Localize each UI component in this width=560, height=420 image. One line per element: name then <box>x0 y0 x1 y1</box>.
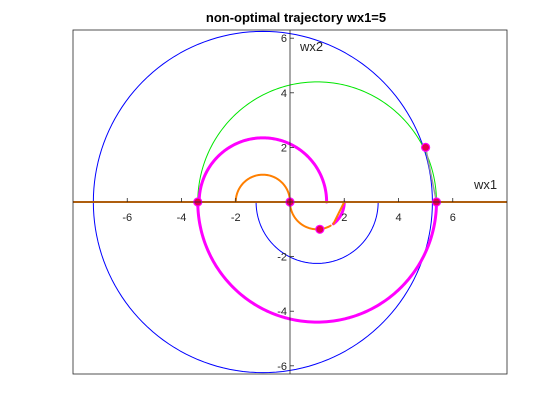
series-magenta-arc-4 <box>196 200 438 324</box>
series-gray-segment-10 <box>424 146 438 203</box>
x-axis-label: wx1 <box>473 177 497 192</box>
y-tick-label: 2 <box>281 142 287 154</box>
data-point-marker <box>421 142 431 152</box>
x-tick-label: 4 <box>395 212 401 224</box>
series-magenta-arc-5 <box>331 200 346 226</box>
x-tick-label: -6 <box>122 212 132 224</box>
chart-title: non-optimal trajectory wx1=5 <box>206 10 386 25</box>
x-tick-label: -2 <box>231 212 241 224</box>
series-magenta-arc-3 <box>197 136 329 204</box>
series-blue-arc-1 <box>255 201 379 264</box>
data-point-marker <box>315 224 325 234</box>
series-orange-segment-8 <box>332 201 346 225</box>
x-tick-label: 6 <box>450 212 456 224</box>
series-green-arc-2 <box>197 81 437 203</box>
y-axis-label: wx2 <box>299 39 323 54</box>
y-tick-label: 6 <box>281 33 287 45</box>
series-orange-arc-6 <box>234 173 291 203</box>
y-tick-label: -4 <box>277 306 287 318</box>
x-tick-label: -4 <box>177 212 187 224</box>
y-tick-label: -2 <box>277 252 287 264</box>
y-tick-label: 4 <box>281 88 287 100</box>
x-tick-label: 2 <box>341 212 347 224</box>
axes: -6 -4 -2 2 4 6 -6 -4 -2 2 4 6 <box>72 29 508 375</box>
y-tick-label: -6 <box>277 361 287 373</box>
